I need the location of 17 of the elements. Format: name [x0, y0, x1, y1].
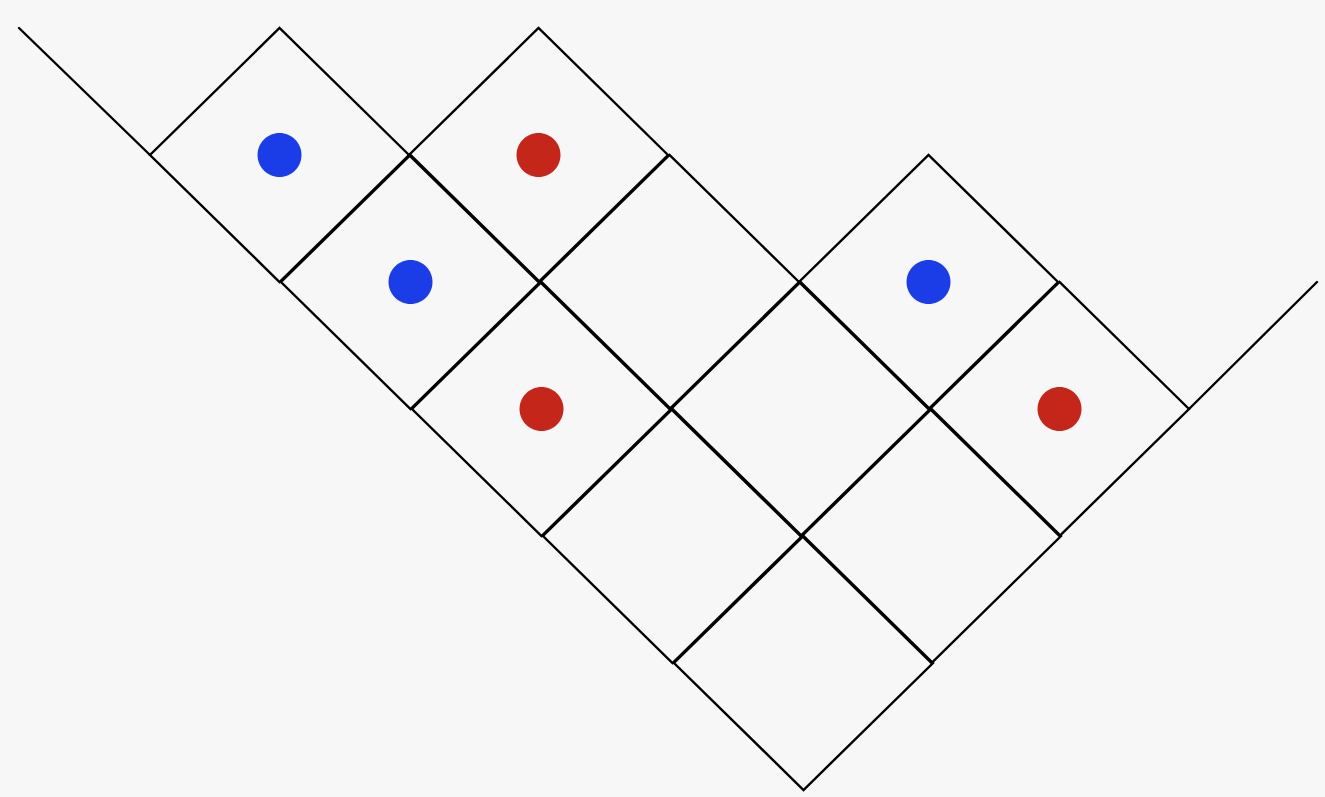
grid-cell — [541, 407, 804, 665]
dot — [516, 133, 561, 177]
grid-cell — [800, 407, 1063, 665]
grid-cell — [538, 153, 801, 411]
dot — [1037, 387, 1082, 431]
grid-cell — [279, 153, 542, 411]
dot — [519, 387, 564, 431]
grid-cell — [410, 280, 673, 538]
dot — [257, 133, 302, 177]
grid-cell — [928, 280, 1191, 538]
dot — [388, 260, 433, 304]
grid-cell — [148, 26, 411, 284]
grid-cell — [797, 153, 1060, 411]
grid-cell — [672, 534, 935, 792]
grid-cell — [669, 280, 932, 538]
dot — [906, 260, 951, 304]
grid-cell — [407, 26, 670, 284]
